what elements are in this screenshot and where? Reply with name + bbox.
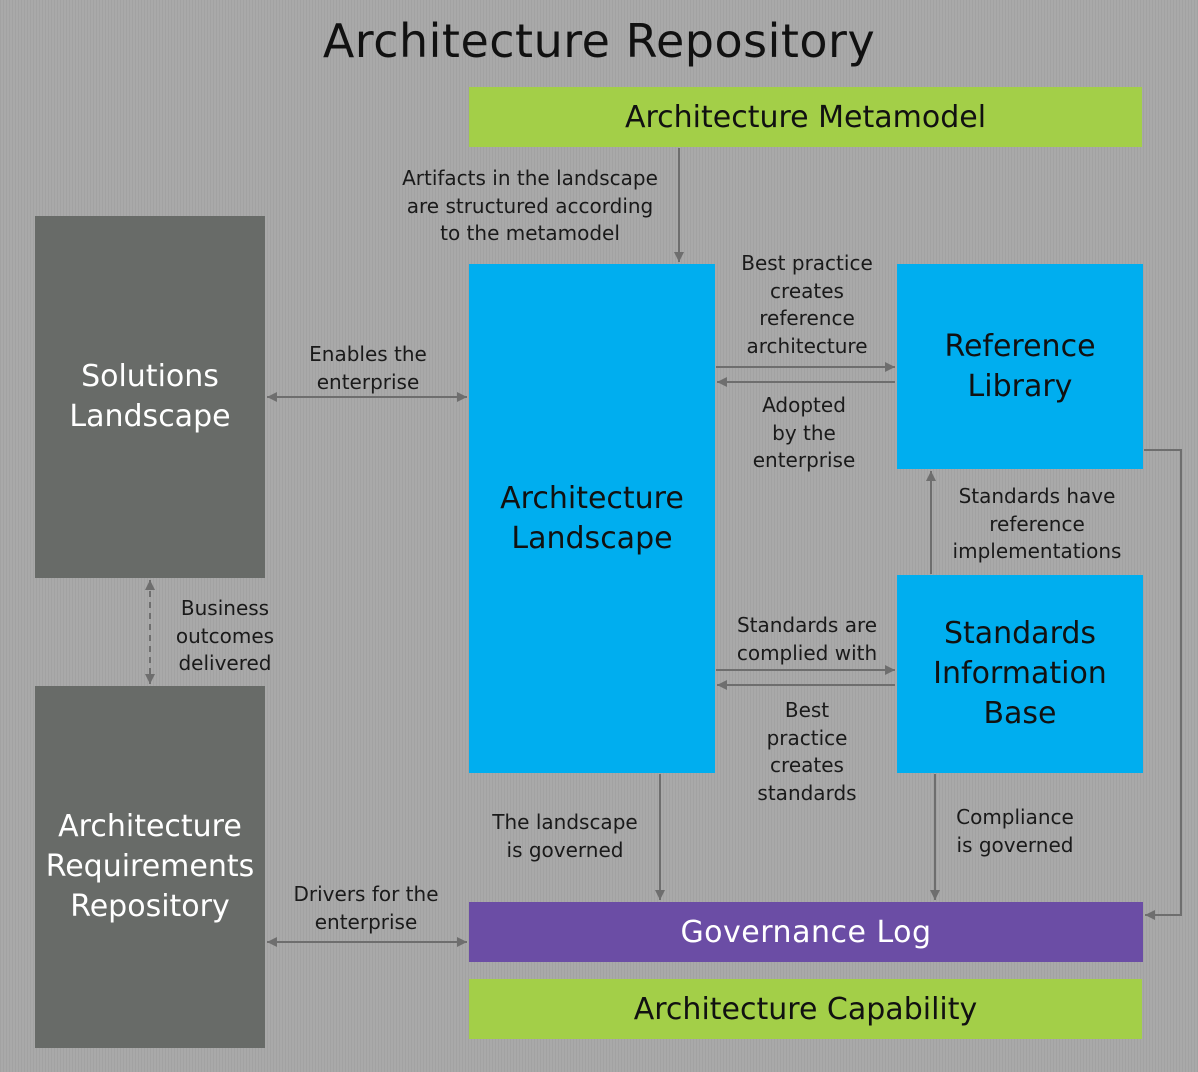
architecture-requirements-repository-label: Architecture Requirements Repository (45, 809, 255, 924)
label-best-practice-reference: Best practice creates reference architec… (741, 251, 873, 358)
label-landscape-governed: The landscape is governed (492, 810, 638, 862)
architecture-metamodel-box: Architecture Metamodel (469, 87, 1142, 147)
label-compliance-governed: Compliance is governed (956, 805, 1074, 857)
architecture-landscape-label: Architecture Landscape (500, 480, 684, 556)
architecture-landscape-box: Architecture Landscape (469, 264, 715, 773)
governance-log-box: Governance Log (469, 902, 1143, 962)
architecture-requirements-repository-box: Architecture Requirements Repository (35, 686, 265, 1048)
architecture-capability-label: Architecture Capability (633, 991, 978, 1027)
label-standards-reference-implementations: Standards have reference implementations (952, 484, 1122, 563)
solutions-landscape-label: Solutions Landscape (69, 359, 231, 434)
label-best-practice-standards: Best practice creates standards (757, 698, 857, 805)
standards-information-base-box: Standards Information Base (897, 575, 1143, 773)
label-standards-complied: Standards are complied with (736, 613, 878, 665)
governance-log-label: Governance Log (680, 914, 932, 950)
arrow-reference-to-governance (1144, 449, 1182, 920)
reference-library-box: Reference Library (897, 264, 1143, 469)
label-adopted-enterprise: Adopted by the enterprise (752, 393, 856, 472)
standards-information-base-label: Standards Information Base (933, 616, 1107, 731)
reference-library-label: Reference Library (944, 328, 1096, 404)
diagram-title: Architecture Repository (322, 14, 876, 68)
solutions-landscape-box: Solutions Landscape (35, 216, 265, 578)
label-artifacts-structured: Artifacts in the landscape are structure… (402, 166, 658, 245)
label-business-outcomes: Business outcomes delivered (175, 596, 275, 675)
architecture-capability-box: Architecture Capability (469, 979, 1142, 1039)
architecture-metamodel-label: Architecture Metamodel (624, 99, 987, 135)
label-enables-enterprise: Enables the enterprise (309, 342, 427, 394)
label-drivers-enterprise: Drivers for the enterprise (293, 882, 439, 934)
